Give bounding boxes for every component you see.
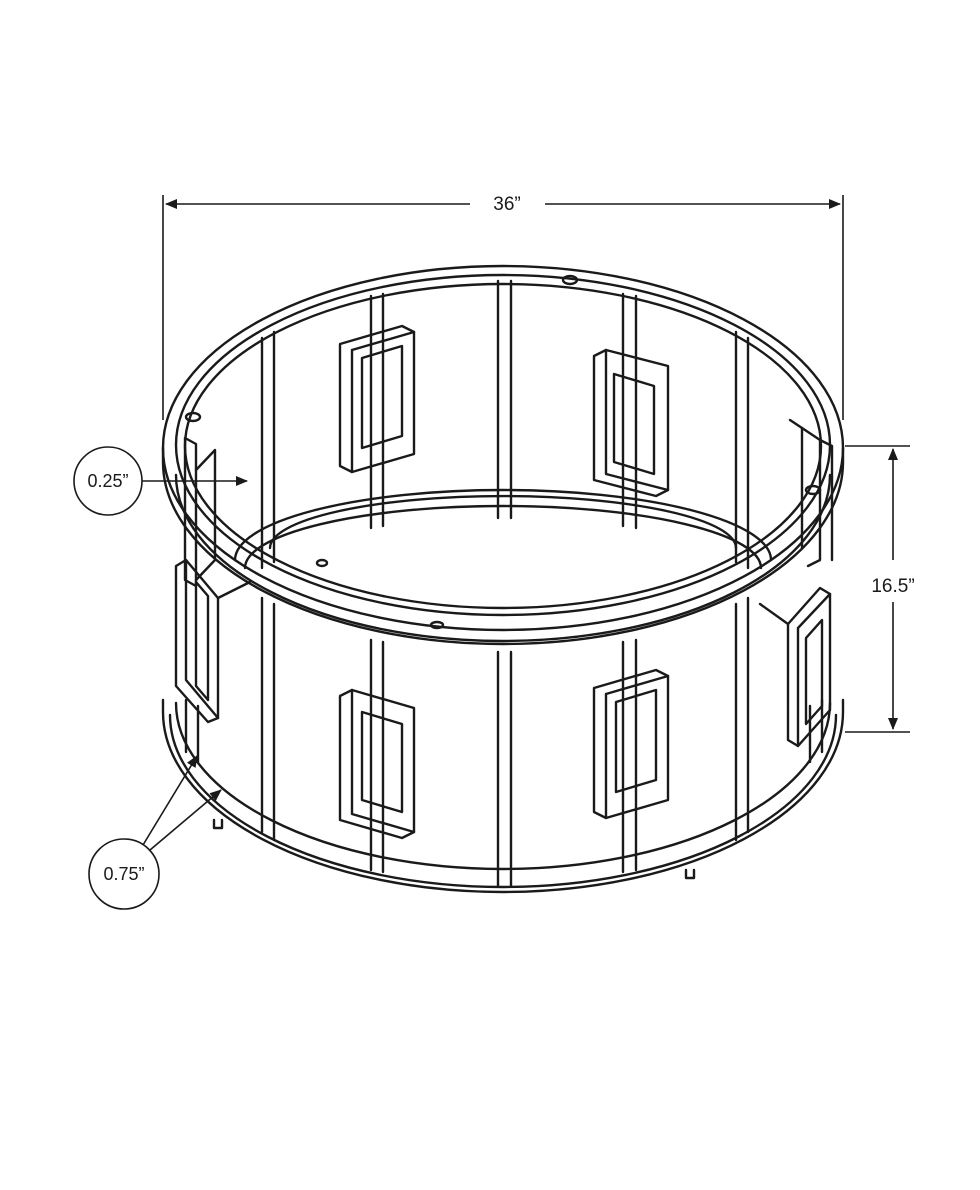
glass-thickness-label: 0.25” (87, 471, 128, 491)
front-ornaments-lower (338, 668, 670, 840)
frame-thickness-leader-upper (142, 755, 198, 846)
rear-ornaments-upper (338, 324, 670, 498)
inner-support-ring (233, 488, 773, 570)
height-dimension: 16.5” (845, 445, 915, 733)
width-dimension: 36” (162, 194, 844, 420)
frame-thickness-callout: 0.75” (88, 755, 222, 910)
side-ornaments-lower (174, 558, 832, 748)
frame-thickness-label: 0.75” (103, 864, 144, 884)
top-ring (161, 264, 845, 646)
width-label: 36” (493, 194, 520, 215)
table-illustration (161, 264, 845, 894)
glass-thickness-callout: 0.25” (73, 446, 248, 516)
bottom-ring (161, 698, 845, 894)
rear-posts-upper (260, 279, 750, 570)
frame-thickness-leader-lower (149, 789, 222, 851)
frame-thickness-bubble (88, 838, 160, 910)
floor-feet (212, 818, 696, 880)
front-posts-lower (184, 596, 824, 888)
height-label: 16.5” (871, 576, 914, 597)
